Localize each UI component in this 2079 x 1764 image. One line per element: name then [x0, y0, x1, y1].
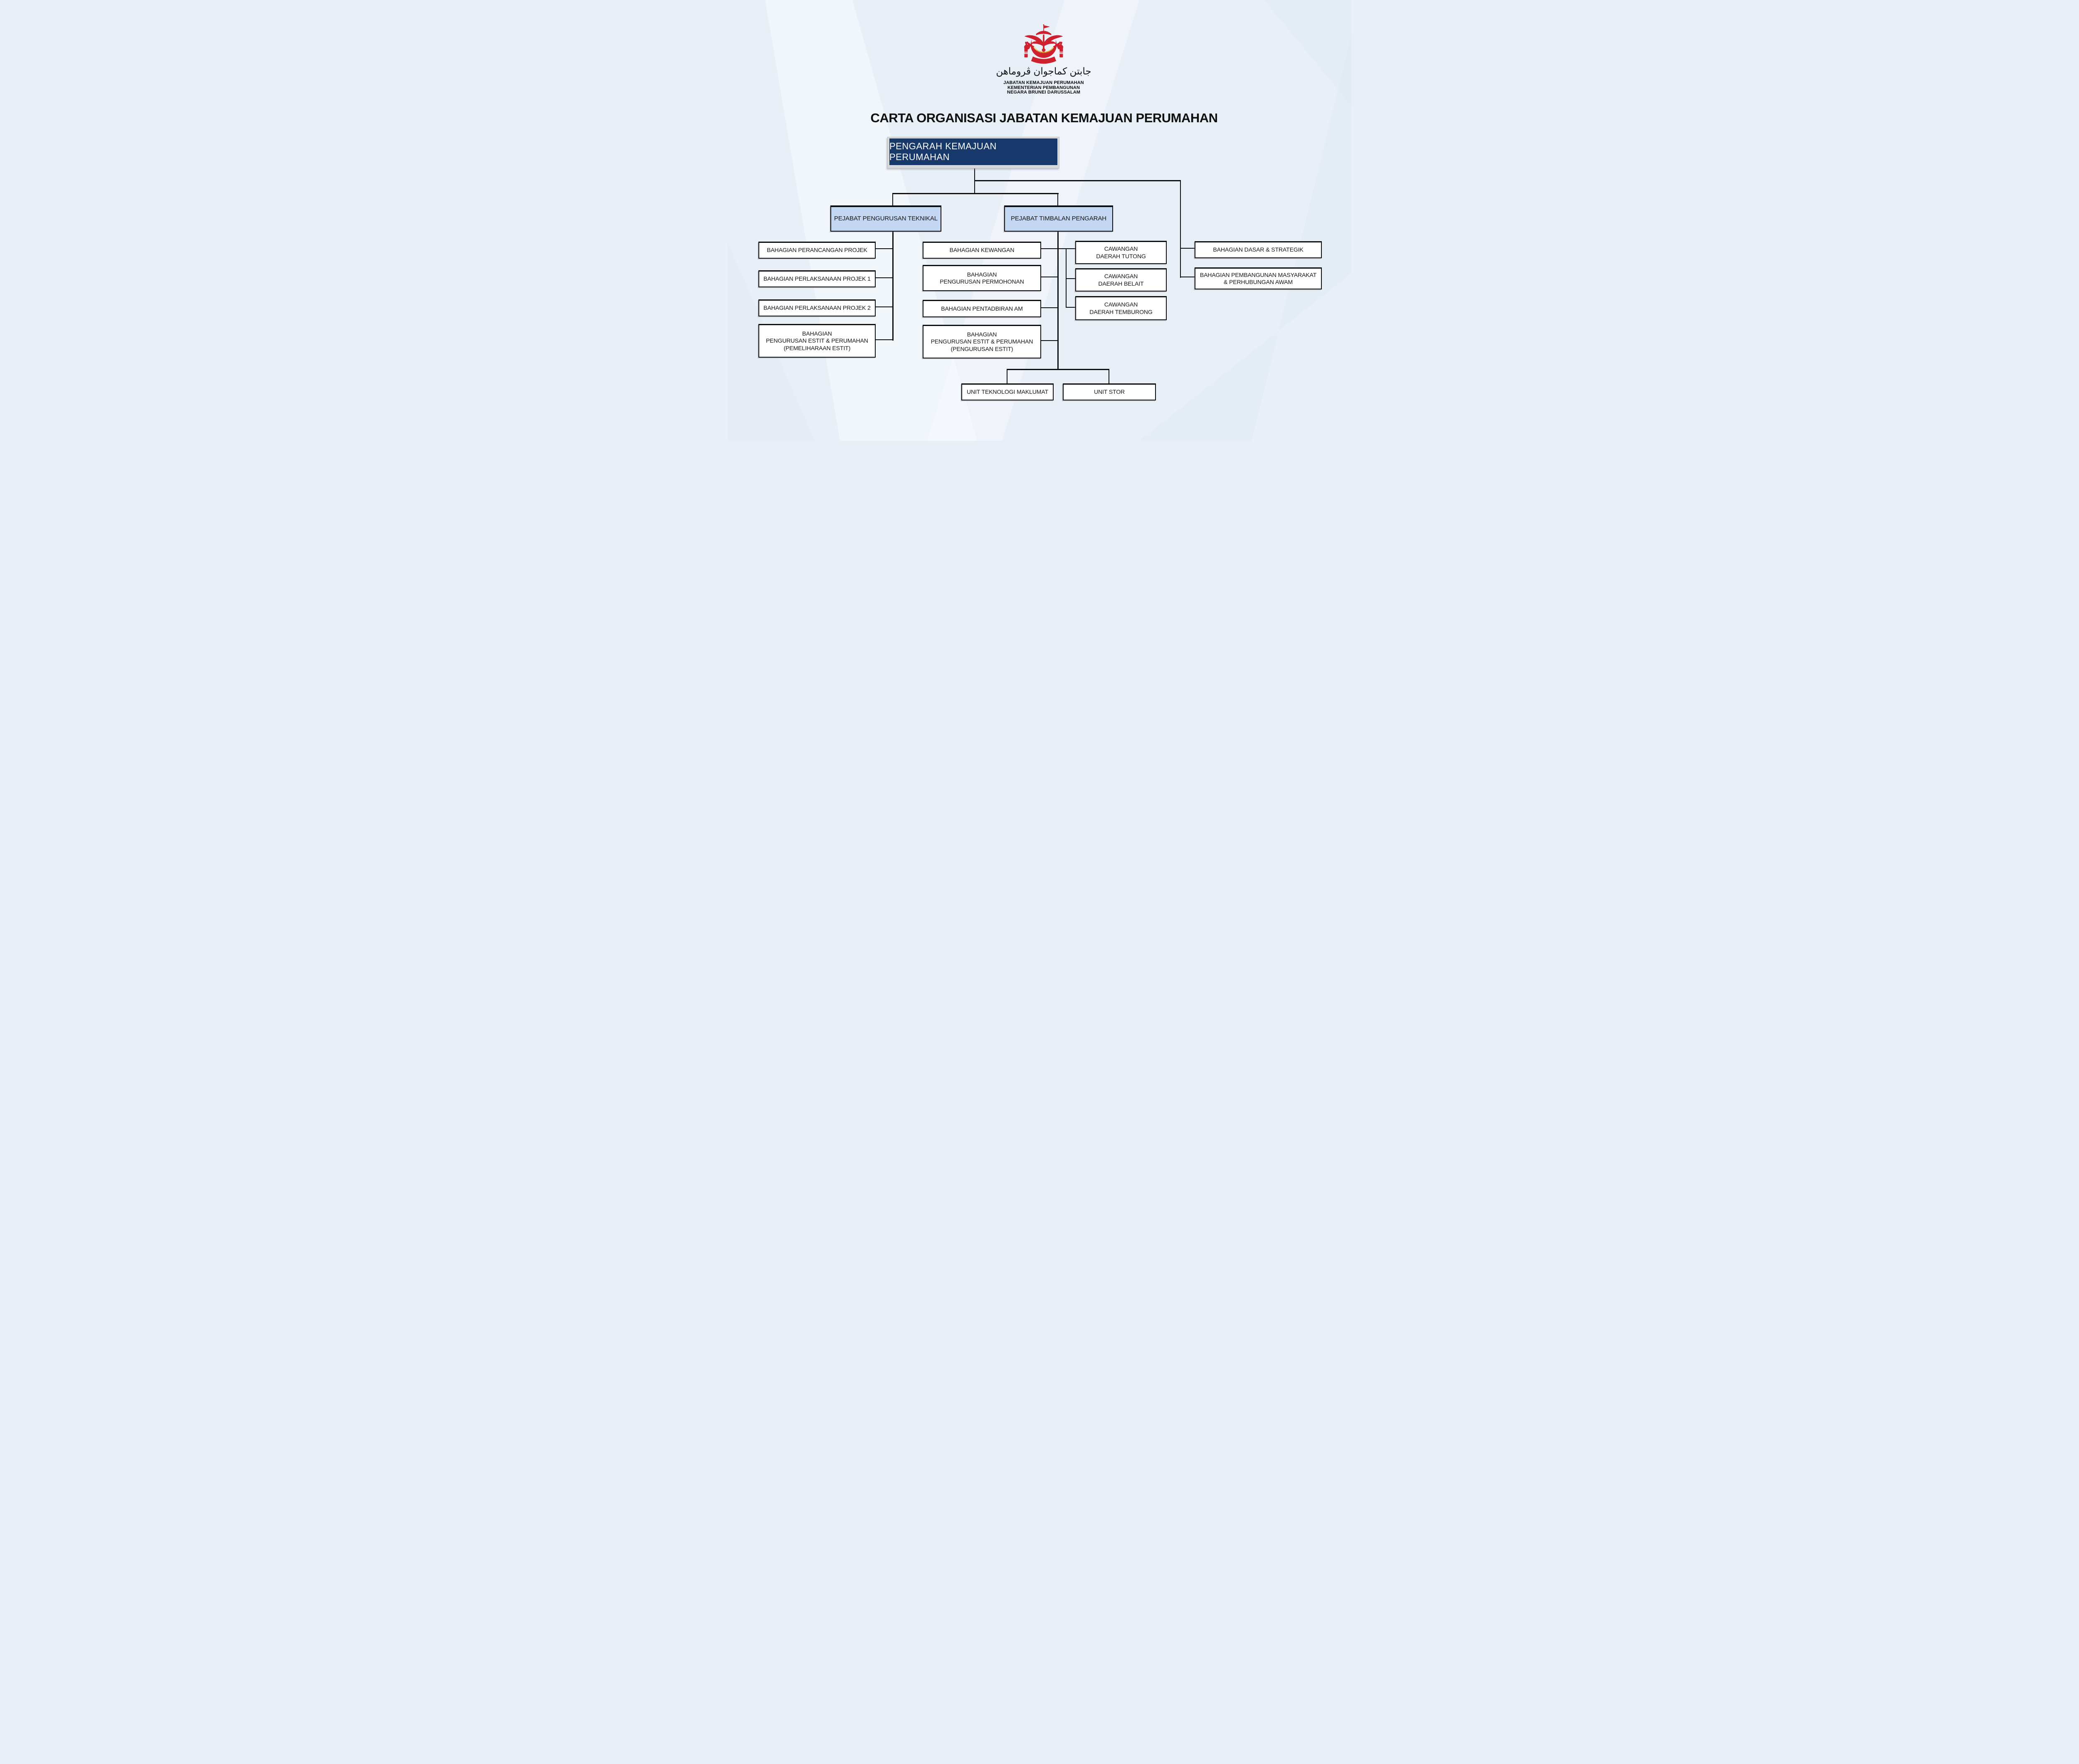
node-bahagian-pentadbiran-am: BAHAGIAN PENTADBIRAN AM: [923, 300, 1041, 317]
node-label: BAHAGIAN PERLAKSANAAN PROJEK 1: [763, 275, 871, 282]
connector-left-trunk: [892, 228, 894, 341]
connector-stub-tutong: [1057, 248, 1077, 249]
connector-middle-trunk: [1057, 228, 1059, 370]
connector-office-left-v: [892, 193, 893, 207]
node-label: BAHAGIAN PENTADBIRAN AM: [941, 305, 1023, 312]
node-label: UNIT STOR: [1094, 388, 1125, 395]
node-bahagian-perancangan-projek: BAHAGIAN PERANCANGAN PROJEK: [758, 242, 876, 259]
connector-office-right-v: [1057, 193, 1058, 207]
node-bahagian-perlaksanaan-projek-2: BAHAGIAN PERLAKSANAAN PROJEK 2: [758, 299, 876, 316]
node-label: BAHAGIAN KEWANGAN: [949, 247, 1015, 254]
node-bahagian-dasar-strategik: BAHAGIAN DASAR & STRATEGIK: [1195, 241, 1322, 258]
connector-office-split-h: [892, 193, 1059, 194]
connector-right-branch-h: [974, 180, 1181, 181]
node-label: BAHAGIAN PENGURUSAN ESTIT & PERUMAHAN (P…: [766, 330, 868, 351]
jawi-script-text: جابتن كماجوان ڤروماهن: [996, 66, 1091, 77]
agency-line-1: JABATAN KEMAJUAN PERUMAHAN: [1003, 80, 1084, 85]
agency-name-block: JABATAN KEMAJUAN PERUMAHAN KEMENTERIAN P…: [728, 80, 1351, 95]
node-label: UNIT TEKNOLOGI MAKLUMAT: [966, 388, 1049, 395]
connector-stub-dasar: [1180, 248, 1197, 249]
node-label: PEJABAT TIMBALAN PENGARAH: [1010, 215, 1107, 222]
node-bahagian-pengurusan-estit-pengurusan: BAHAGIAN PENGURUSAN ESTIT & PERUMAHAN (P…: [923, 325, 1041, 358]
agency-line-3: NEGARA BRUNEI DARUSSALAM: [1007, 90, 1081, 95]
node-label: BAHAGIAN PEMBANGUNAN MASYARAKAT & PERHUB…: [1200, 271, 1317, 285]
connector-right-branch-v: [1180, 180, 1181, 278]
brunei-crest-icon: [1024, 24, 1064, 64]
node-label: BAHAGIAN PERLAKSANAAN PROJEK 2: [763, 304, 871, 311]
node-cawangan-daerah-belait: CAWANGAN DAERAH BELAIT: [1075, 268, 1167, 292]
org-chart-page: جابتن كماجوان ڤروماهن JABATAN KEMAJUAN P…: [728, 0, 1351, 441]
node-label: PENGARAH KEMAJUAN PERUMAHAN: [889, 141, 997, 162]
node-pejabat-timbalan-pengarah: PEJABAT TIMBALAN PENGARAH: [1004, 205, 1113, 232]
node-bahagian-pembangunan-masyarakat: BAHAGIAN PEMBANGUNAN MASYARAKAT & PERHUB…: [1195, 267, 1322, 289]
node-label: CAWANGAN DAERAH TEMBURONG: [1089, 301, 1153, 315]
node-label: CAWANGAN DAERAH TUTONG: [1096, 245, 1146, 259]
node-bahagian-pengurusan-permohonan: BAHAGIAN PENGURUSAN PERMOHONAN: [923, 265, 1041, 291]
node-label: BAHAGIAN PERANCANGAN PROJEK: [767, 247, 867, 254]
node-unit-stor: UNIT STOR: [1063, 383, 1156, 400]
node-label: PEJABAT PENGURUSAN TEKNIKAL: [834, 215, 938, 222]
node-bahagian-perlaksanaan-projek-1: BAHAGIAN PERLAKSANAAN PROJEK 1: [758, 270, 876, 287]
node-cawangan-daerah-temburong: CAWANGAN DAERAH TEMBURONG: [1075, 296, 1167, 320]
node-label: BAHAGIAN PENGURUSAN PERMOHONAN: [940, 271, 1024, 285]
node-pejabat-pengurusan-teknikal: PEJABAT PENGURUSAN TEKNIKAL: [830, 205, 941, 232]
page-title: CARTA ORGANISASI JABATAN KEMAJUAN PERUMA…: [870, 111, 1218, 125]
node-label: BAHAGIAN DASAR & STRATEGIK: [1213, 246, 1304, 253]
node-unit-teknologi-maklumat: UNIT TEKNOLOGI MAKLUMAT: [961, 383, 1054, 400]
node-bahagian-kewangan: BAHAGIAN KEWANGAN: [923, 242, 1041, 259]
node-cawangan-daerah-tutong: CAWANGAN DAERAH TUTONG: [1075, 241, 1167, 264]
node-label: CAWANGAN DAERAH BELAIT: [1098, 273, 1144, 287]
connector-units-h: [1007, 369, 1109, 370]
node-bahagian-pengurusan-estit-pemeliharaan: BAHAGIAN PENGURUSAN ESTIT & PERUMAHAN (P…: [758, 324, 876, 358]
node-label: BAHAGIAN PENGURUSAN ESTIT & PERUMAHAN (P…: [931, 331, 1033, 352]
node-pengarah-kemajuan-perumahan: PENGARAH KEMAJUAN PERUMAHAN: [887, 137, 1059, 168]
